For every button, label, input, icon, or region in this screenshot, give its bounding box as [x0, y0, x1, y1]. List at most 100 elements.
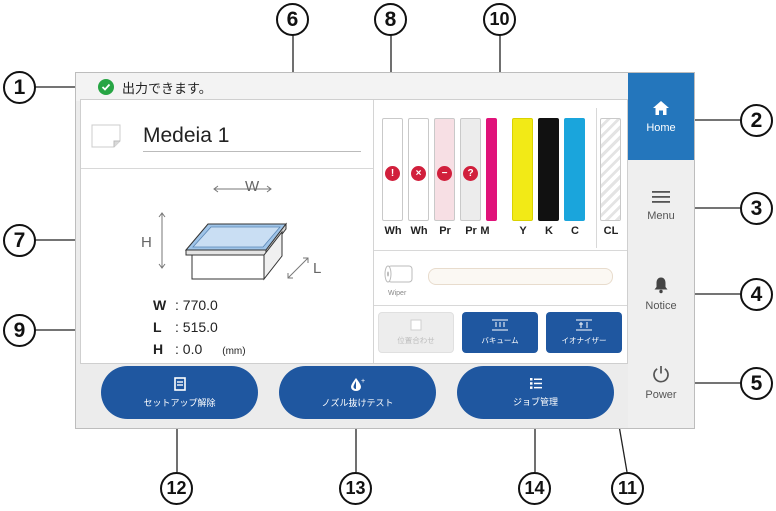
ink-label: Pr [465, 225, 477, 237]
dimension-row: W : 770.0 [153, 294, 246, 316]
dimension-value: : 770.0 [175, 297, 218, 313]
setup-release-button[interactable]: セットアップ解除 [101, 366, 258, 419]
media-name-underline [143, 151, 361, 152]
setup-icon [173, 376, 186, 391]
nav-notice[interactable]: Notice [628, 250, 694, 337]
square-icon [410, 319, 422, 331]
dimension-key: L [153, 319, 162, 335]
nav-notice-label: Notice [645, 299, 677, 312]
callout-12: 12 [160, 472, 193, 505]
ink-slot-c[interactable] [564, 118, 585, 221]
divider [374, 305, 627, 306]
alignment-button-label: 位置合わせ [397, 336, 435, 345]
nav-power[interactable]: Power [628, 339, 694, 426]
wiper-icon [384, 265, 413, 283]
media-sheet-icon [91, 124, 121, 148]
ink-slot-wh-1[interactable]: ! [382, 118, 403, 221]
dimension-row: L : 515.0 [153, 316, 246, 338]
setup-release-label: セットアップ解除 [143, 397, 216, 408]
callout-1: 1 [3, 71, 36, 104]
ink-label: CL [603, 225, 619, 237]
wiper-level-bar [428, 268, 613, 285]
wiper-label: Wiper [388, 290, 407, 297]
vacuum-button[interactable]: バキューム [462, 312, 538, 353]
nav-home-label: Home [646, 121, 676, 134]
callout-5: 5 [740, 367, 773, 400]
ink-slot-k[interactable] [538, 118, 559, 221]
nav-power-label: Power [645, 388, 677, 401]
power-icon [653, 365, 669, 382]
dimension-key: H [153, 341, 164, 357]
ink-label: C [571, 225, 579, 237]
divider [81, 168, 373, 169]
callout-9: 9 [3, 314, 36, 347]
menu-icon [652, 190, 670, 203]
dimensions-list: W : 770.0 L : 515.0 H : 0.0 (mm) [153, 294, 246, 360]
status-message: 出力できます。 [122, 80, 212, 96]
ink-label: Wh [410, 225, 428, 237]
job-management-button[interactable]: ジョブ管理 [457, 366, 614, 419]
nozzle-test-icon: + [350, 377, 365, 391]
side-navigation: Home Menu Notice Power [628, 73, 694, 428]
ink-empty-icon: − [437, 166, 452, 181]
nozzle-test-label: ノズル抜けテスト [321, 397, 394, 408]
ink-label: K [545, 225, 553, 237]
callout-11: 11 [611, 472, 644, 505]
media-name: Medeia 1 [143, 124, 230, 147]
ink-missing-icon: × [411, 166, 426, 181]
job-management-label: ジョブ管理 [512, 397, 558, 407]
callout-7: 7 [3, 224, 36, 257]
width-axis-label: W [245, 178, 260, 195]
ionizer-icon [576, 319, 592, 331]
print-table-diagram [158, 185, 309, 281]
home-icon [653, 100, 669, 115]
ink-unknown-icon: ? [463, 166, 478, 181]
ink-label: M [480, 225, 490, 237]
ionizer-button-label: イオナイザー [561, 336, 607, 345]
callout-14: 14 [518, 472, 551, 505]
nav-menu-label: Menu [647, 209, 675, 222]
alignment-button[interactable]: 位置合わせ [378, 312, 454, 353]
dimension-value: : 515.0 [175, 319, 218, 335]
divider [596, 108, 597, 248]
ink-slot-pr-1[interactable]: − [434, 118, 455, 221]
callout-10: 10 [483, 3, 516, 36]
callout-6: 6 [276, 3, 309, 36]
vacuum-icon [492, 319, 508, 331]
ink-slot-pr-2[interactable]: ? [460, 118, 481, 221]
dimension-unit: (mm) [222, 345, 246, 357]
callout-4: 4 [740, 278, 773, 311]
ink-slot-wh-2[interactable]: × [408, 118, 429, 221]
main-panel: Medeia 1 W H L [80, 99, 628, 364]
nav-home[interactable]: Home [628, 73, 694, 160]
ink-label: Y [519, 225, 527, 237]
dimension-key: W [153, 297, 167, 313]
divider [374, 250, 627, 251]
status-bar: 出力できます。 [76, 73, 628, 101]
vacuum-button-label: バキューム [481, 336, 519, 345]
ink-error-icon: ! [385, 166, 400, 181]
height-axis-label: H [141, 234, 152, 251]
device-screen: 出力できます。 Medeia 1 [75, 72, 695, 429]
dimension-row: H : 0.0 (mm) [153, 338, 246, 360]
callout-13: 13 [339, 472, 372, 505]
ionizer-button[interactable]: イオナイザー [546, 312, 622, 353]
length-axis-label: L [313, 260, 322, 277]
ink-slot-m[interactable] [486, 118, 497, 221]
check-circle-icon [98, 79, 114, 95]
bell-icon [654, 277, 668, 293]
nav-menu[interactable]: Menu [628, 162, 694, 249]
ink-status-area: ! × − ? Wh Wh Pr Pr M Y K C CL [374, 100, 627, 363]
dimension-value: : 0.0 [175, 341, 203, 357]
nozzle-test-button[interactable]: + ノズル抜けテスト [279, 366, 436, 419]
ink-slot-cl[interactable] [600, 118, 621, 221]
ink-slot-y[interactable] [512, 118, 533, 221]
job-list-icon [529, 378, 542, 389]
media-info-card[interactable]: Medeia 1 W H L [81, 100, 374, 363]
svg-text:+: + [361, 378, 365, 385]
ink-label: Wh [384, 225, 402, 237]
ink-label: Pr [439, 225, 451, 237]
callout-8: 8 [374, 3, 407, 36]
callout-2: 2 [740, 104, 773, 137]
callout-3: 3 [740, 192, 773, 225]
